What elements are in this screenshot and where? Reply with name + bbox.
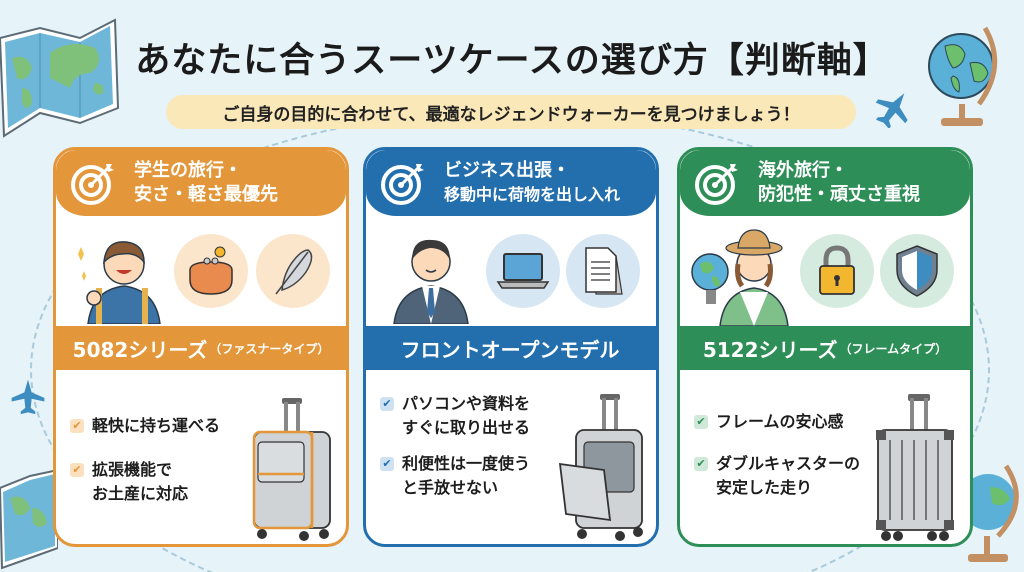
document-icon [585, 247, 623, 295]
coin-purse-icon [189, 246, 233, 295]
check-icon: ✔ [70, 419, 84, 433]
feature-item: ✔ 軽快に持ち運べる [70, 414, 240, 438]
card-overseas-travel: 海外旅行・ 防犯性・頑丈さ重視 [677, 147, 973, 547]
feature-list: ✔ 軽快に持ち運べる ✔ 拡張機能で お土産に対応 [56, 370, 346, 544]
feature-text: 利便性は一度使う [402, 454, 531, 473]
card-student-travel: 学生の旅行・ 安さ・軽さ最優先 [53, 147, 349, 547]
businessman-avatar [393, 239, 469, 324]
feature-text: と手放せない [402, 478, 499, 497]
check-icon: ✔ [70, 463, 84, 477]
icon-circle [486, 234, 560, 308]
feature-item: ✔ フレームの安心感 [694, 410, 864, 434]
card-header: 海外旅行・ 防犯性・頑丈さ重視 [680, 150, 970, 216]
card-heading-line1: 海外旅行・ [758, 160, 848, 181]
feature-text: お土産に対応 [92, 484, 189, 503]
feature-text: 軽快に持ち運べる [92, 416, 221, 435]
traveler-avatar [691, 229, 789, 326]
icon-circle [174, 234, 248, 308]
airplane-icon [875, 93, 908, 128]
check-icon: ✔ [694, 457, 708, 471]
series-type: （ファスナータイプ） [209, 341, 330, 356]
card-business-trip: ビジネス出張・ 移動中に荷物を出し入れ [363, 147, 659, 547]
card-heading-line1: ビジネス出張・ [444, 160, 570, 181]
card-heading-line1: 学生の旅行・ [134, 160, 242, 181]
card-illustration [56, 216, 346, 326]
card-heading-line2: 安さ・軽さ最優先 [134, 184, 278, 205]
feature-text: 拡張機能で [92, 460, 173, 479]
globe-icon [960, 464, 1019, 562]
globe-icon [928, 26, 998, 126]
icon-circle [800, 234, 874, 308]
padlock-icon [819, 245, 855, 295]
target-icon [695, 164, 738, 205]
series-name-bar: 5122シリーズ （フレームタイプ） [680, 326, 970, 370]
card-header: ビジネス出張・ 移動中に荷物を出し入れ [366, 150, 656, 216]
feather-icon [275, 249, 313, 295]
feature-text: ダブルキャスターの [716, 454, 861, 473]
card-heading-line2: 防犯性・頑丈さ重視 [758, 184, 920, 205]
feature-list: ✔ フレームの安心感 ✔ ダブルキャスターの 安定した走り [680, 370, 970, 544]
feature-item: ✔ 拡張機能で お土産に対応 [70, 458, 240, 506]
feature-item: ✔ 利便性は一度使う と手放せない [380, 452, 550, 500]
series-main: フロントオープンモデル [400, 337, 620, 362]
check-icon: ✔ [380, 457, 394, 471]
card-heading-line2: 移動中に荷物を出し入れ [444, 185, 621, 204]
icon-circle [880, 234, 954, 308]
shield-icon [896, 245, 938, 297]
student-avatar [78, 241, 161, 324]
feature-text: パソコンや資料を [402, 394, 531, 413]
feature-item: ✔ ダブルキャスターの 安定した走り [694, 452, 864, 500]
card-illustration [366, 216, 656, 326]
page-title: あなたに合うスーツケースの選び方【判断軸】 [135, 41, 889, 81]
feature-text: フレームの安心感 [716, 412, 844, 431]
target-icon [71, 164, 114, 205]
laptop-icon [496, 253, 550, 289]
world-map-icon [0, 18, 120, 138]
world-map-icon [0, 468, 58, 570]
feature-item: ✔ パソコンや資料を すぐに取り出せる [380, 392, 550, 440]
suitcase-frame-icon [876, 394, 954, 541]
card-header: 学生の旅行・ 安さ・軽さ最優先 [56, 150, 346, 216]
subtitle-text: ご自身の目的に合わせて、最適なレジェンドウォーカーを見つけましょう！ [222, 104, 800, 125]
suitcase-zipper-icon [252, 398, 331, 541]
series-main: 5082シリーズ [72, 337, 208, 362]
check-icon: ✔ [380, 397, 394, 411]
suitcase-front-open-icon [558, 394, 643, 541]
series-name-bar: 5082シリーズ （ファスナータイプ） [56, 326, 346, 370]
airplane-icon [11, 379, 45, 415]
icon-circle [256, 234, 330, 308]
series-type: （フレームタイプ） [839, 341, 948, 356]
subtitle-banner: ご自身の目的に合わせて、最適なレジェンドウォーカーを見つけましょう！ [166, 95, 856, 129]
target-icon [381, 164, 424, 205]
feature-text: すぐに取り出せる [402, 418, 531, 437]
card-illustration [680, 216, 970, 326]
check-icon: ✔ [694, 415, 708, 429]
series-name-bar: フロントオープンモデル [366, 326, 656, 370]
feature-text: 安定した走り [716, 478, 813, 497]
feature-list: ✔ パソコンや資料を すぐに取り出せる ✔ 利便性は一度使う と手放せない [366, 370, 656, 544]
icon-circle [566, 234, 640, 308]
series-main: 5122シリーズ [702, 337, 838, 362]
